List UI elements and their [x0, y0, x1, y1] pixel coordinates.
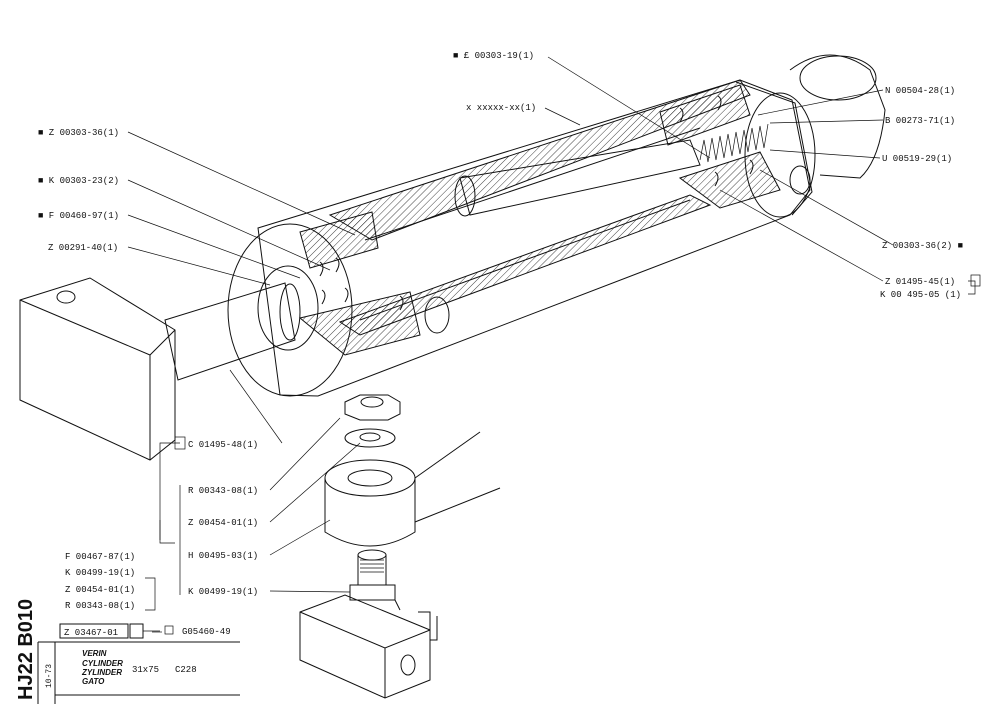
- mount-block: [299, 594, 438, 699]
- name-en: CYLINDER: [82, 659, 123, 668]
- cylinder-size: 31x75: [132, 665, 159, 675]
- part-label-17: K 00499-19(1): [188, 587, 258, 597]
- part-label-15: Z 00454-01(1): [188, 518, 258, 528]
- part-label-14: R 00343-08(1): [188, 486, 258, 496]
- kit-item-1: F 00467-87(1): [65, 552, 135, 562]
- part-label-10: Z 00303-36(2) ■: [882, 241, 963, 251]
- stud: [349, 549, 396, 601]
- cylinder-body: [227, 54, 886, 397]
- kit-code: Z 03467-01: [64, 628, 118, 638]
- part-label-7: N 00504-28(1): [885, 86, 955, 96]
- part-label-4: ■ K 00303-23(2): [38, 176, 119, 186]
- part-label-2: x xxxxx-xx(1): [466, 103, 536, 113]
- part-label-1: ■ £ 00303-19(1): [453, 51, 534, 61]
- title-block: HJ22 B010 10-73 VERIN CYLINDER ZYLINDER …: [15, 599, 240, 704]
- kit-box-icon: [174, 436, 186, 450]
- kit-item-3: Z 00454-01(1): [65, 585, 135, 595]
- part-label-13: C 01495-48(1): [188, 440, 258, 450]
- part-label-9: U 00519-29(1): [882, 154, 952, 164]
- piston-rod: [19, 277, 301, 461]
- part-label-16: H 00495-03(1): [188, 551, 258, 561]
- leader-lines: [127, 56, 976, 633]
- drawing-date: 10-73: [45, 664, 54, 688]
- kit-item-4: R 00343-08(1): [65, 601, 135, 611]
- cylinder-model: C228: [175, 665, 197, 675]
- part-label-11: Z 01495-45(1): [885, 277, 955, 287]
- name-de: ZYLINDER: [81, 668, 122, 677]
- name-fr: VERIN: [82, 649, 107, 658]
- part-label-8: B 00273-71(1): [885, 116, 955, 126]
- bushing: [324, 431, 501, 547]
- kit-ref: G05460-49: [182, 627, 231, 637]
- drawing-code: HJ22 B010: [15, 599, 37, 700]
- kit-box-icon: [970, 274, 981, 287]
- name-es: GATO: [82, 677, 105, 686]
- part-label-3: ■ Z 00303-36(1): [38, 128, 119, 138]
- spring-icon: [699, 123, 769, 163]
- part-label-6: Z 00291-40(1): [48, 243, 118, 253]
- kit-list: F 00467-87(1) K 00499-19(1) Z 00454-01(1…: [59, 552, 231, 639]
- nut: [344, 394, 401, 421]
- kit-code-box: [59, 623, 129, 639]
- part-label-12: K 00 495-05 (1): [880, 290, 961, 300]
- washer: [344, 428, 396, 448]
- kit-box-icon: [129, 623, 144, 639]
- kit-item-2: K 00499-19(1): [65, 568, 135, 578]
- exploded-parts: [299, 394, 501, 699]
- square-icon: [164, 625, 174, 635]
- part-label-5: ■ F 00460-97(1): [38, 211, 119, 221]
- part-labels: ■ £ 00303-19(1) x xxxxx-xx(1) ■ Z 00303-…: [38, 51, 981, 597]
